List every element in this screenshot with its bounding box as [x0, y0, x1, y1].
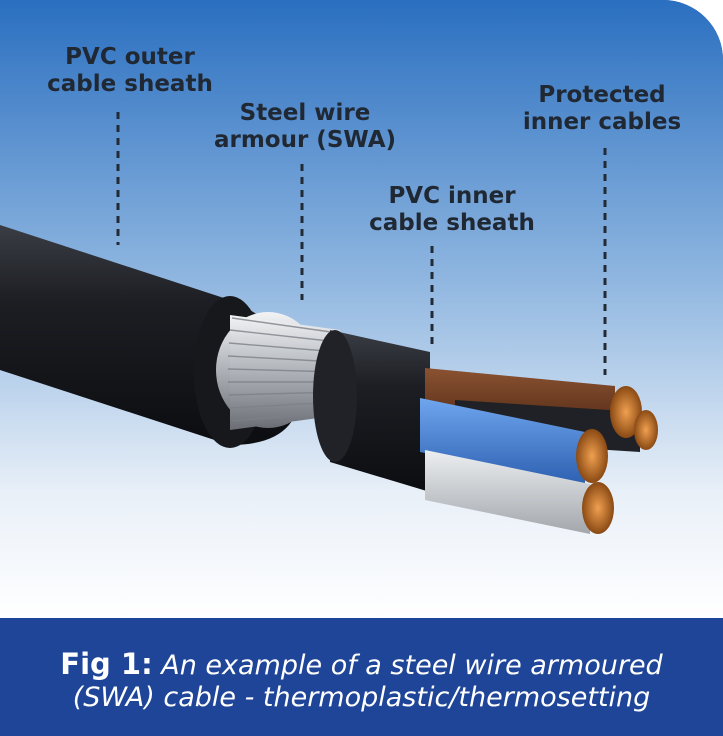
cable-illustration: PVC outer cable sheath Steel wire armour… — [0, 0, 723, 618]
steel-wire-armour — [216, 312, 340, 430]
copper-end-blue — [576, 429, 608, 483]
core-blue — [420, 398, 585, 486]
cable-diagram — [0, 0, 723, 618]
label-pvc-outer-sheath: PVC outer cable sheath — [47, 44, 213, 97]
figure-caption: Fig 1: An example of a steel wire armour… — [0, 618, 723, 736]
caption-fig-label: Fig 1: — [60, 647, 153, 681]
label-pvc-inner-sheath: PVC inner cable sheath — [369, 183, 535, 236]
copper-end-grey — [582, 482, 614, 534]
inner-sheath-end — [313, 330, 357, 462]
label-steel-wire-armour: Steel wire armour (SWA) — [213, 100, 397, 153]
caption-line-2: (SWA) cable - thermoplastic/thermosettin… — [72, 682, 651, 713]
core-grey — [425, 450, 590, 534]
caption-text-1: An example of a steel wire armoured — [152, 650, 663, 681]
caption-line-1: Fig 1: An example of a steel wire armour… — [0, 648, 723, 682]
copper-end-brown — [610, 386, 642, 438]
label-protected-inner-cables: Protected inner cables — [522, 82, 682, 135]
copper-end-black — [634, 410, 658, 450]
